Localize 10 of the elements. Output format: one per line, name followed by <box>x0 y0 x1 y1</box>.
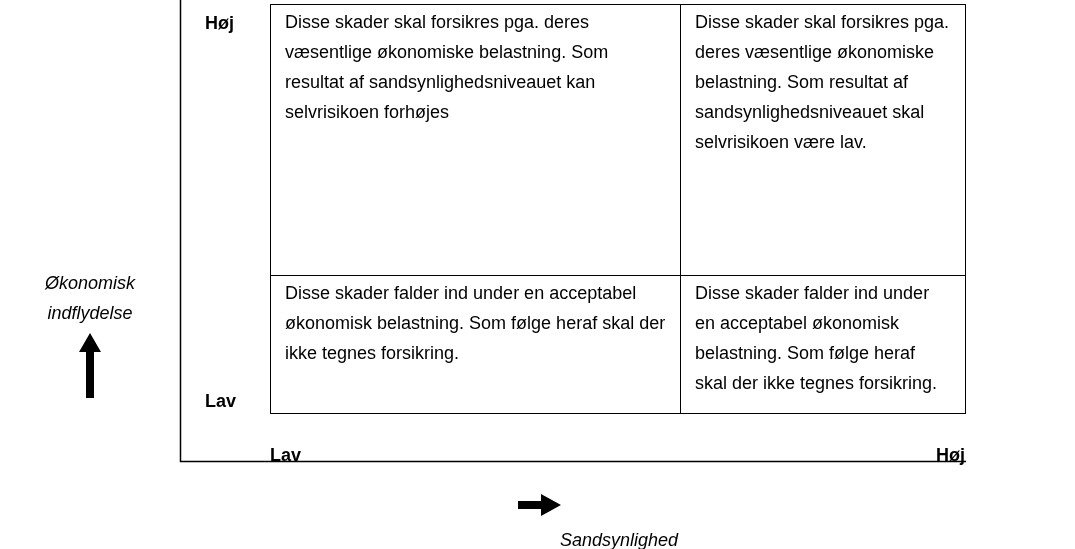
table-cell: Disse skader skal forsikres pga. deres væsentlige økonomiske belastning. Som resultat af sandsynlighedsniveauet kan selvrisikoen forhøjes <box>270 4 681 276</box>
table-cell: Disse skader skal forsikres pga. deres væsentlige økonomiske belastning. Som resultat af sandsynlighedsniveauet skal selvrisikoen være lav. <box>680 4 966 276</box>
axis-label: Lav <box>270 444 302 467</box>
axis-label: Høj <box>936 444 965 467</box>
axis-label: Høj <box>205 12 234 35</box>
axis-label: Lav <box>205 390 237 413</box>
axis-label: Økonomisk indflydelse <box>44 272 137 325</box>
table-cell: Disse skader falder ind under en acceptabel økonomisk belastning. Som følge heraf skal der ikke tegnes forsikring. <box>270 275 681 414</box>
table-cell: Disse skader falder ind under en acceptabel økonomisk belastning. Som følge heraf skal der ikke tegnes forsikring. <box>680 275 966 414</box>
axis-label: Sandsynlighed <box>560 529 679 549</box>
